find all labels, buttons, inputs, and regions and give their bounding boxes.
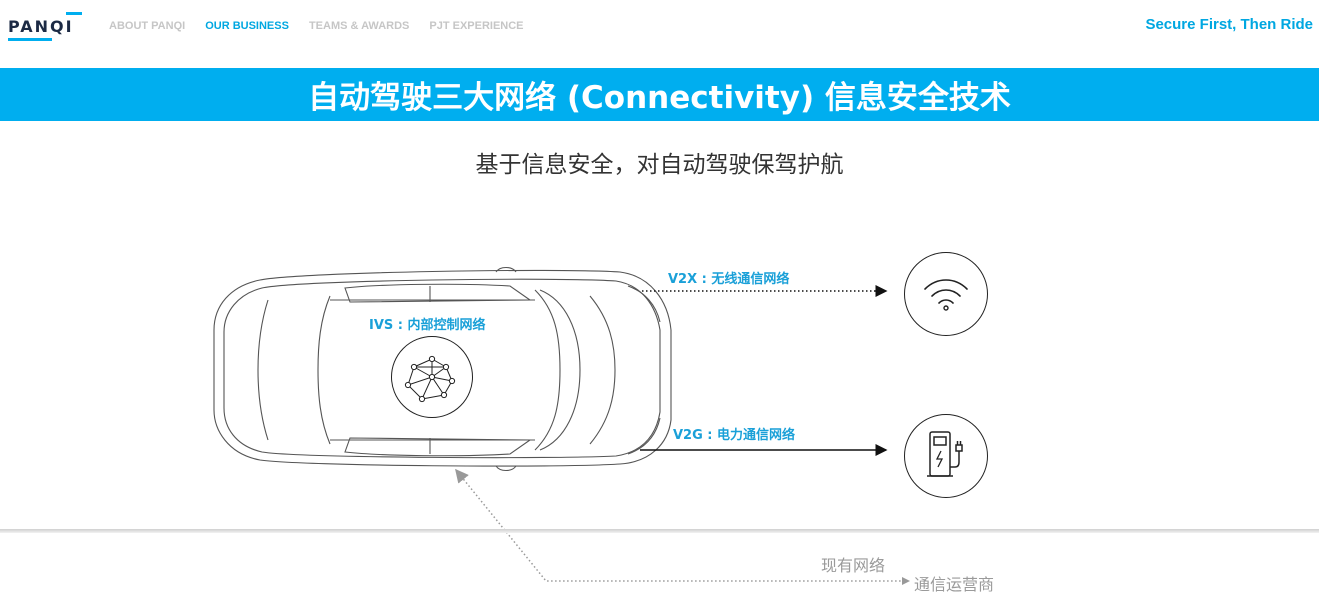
nav-item-teams-awards[interactable]: TEAMS & AWARDS — [308, 20, 410, 32]
telecom-operator-label: 通信运营商 — [914, 575, 995, 594]
section-divider — [0, 529, 1319, 533]
network-nodes-icon — [391, 336, 473, 418]
ivs-label: IVS : 内部控制网络 — [369, 318, 486, 333]
wifi-icon — [904, 252, 988, 336]
existing-network-connector — [455, 468, 908, 582]
panqi-logo[interactable]: PANQI — [8, 12, 82, 42]
logo-accent-bottom — [8, 38, 52, 41]
charging-station-icon — [904, 414, 988, 498]
v2g-label: V2G : 电力通信网络 — [673, 428, 796, 443]
nav-item-pjt-experience[interactable]: PJT EXPERIENCE — [429, 20, 524, 32]
page-title: 自动驾驶三大网络 (Connectivity) 信息安全技术 — [308, 80, 1011, 116]
slogan: Secure First, Then Ride — [1145, 16, 1313, 33]
car-top-view — [213, 266, 672, 472]
logo-text: PANQI — [8, 17, 74, 36]
main-nav: ABOUT PANQI OUR BUSINESS TEAMS & AWARDS … — [109, 19, 544, 33]
nav-item-our-business[interactable]: OUR BUSINESS — [205, 20, 289, 32]
logo-accent-top — [66, 12, 82, 15]
v2x-label: V2X : 无线通信网络 — [668, 272, 790, 287]
nav-item-about-panqi[interactable]: ABOUT PANQI — [109, 20, 186, 32]
page-subtitle: 基于信息安全，对自动驾驶保驾护航 — [475, 152, 844, 178]
title-banner: 自动驾驶三大网络 (Connectivity) 信息安全技术 — [0, 68, 1319, 121]
existing-network-label: 现有网络 — [821, 556, 886, 575]
